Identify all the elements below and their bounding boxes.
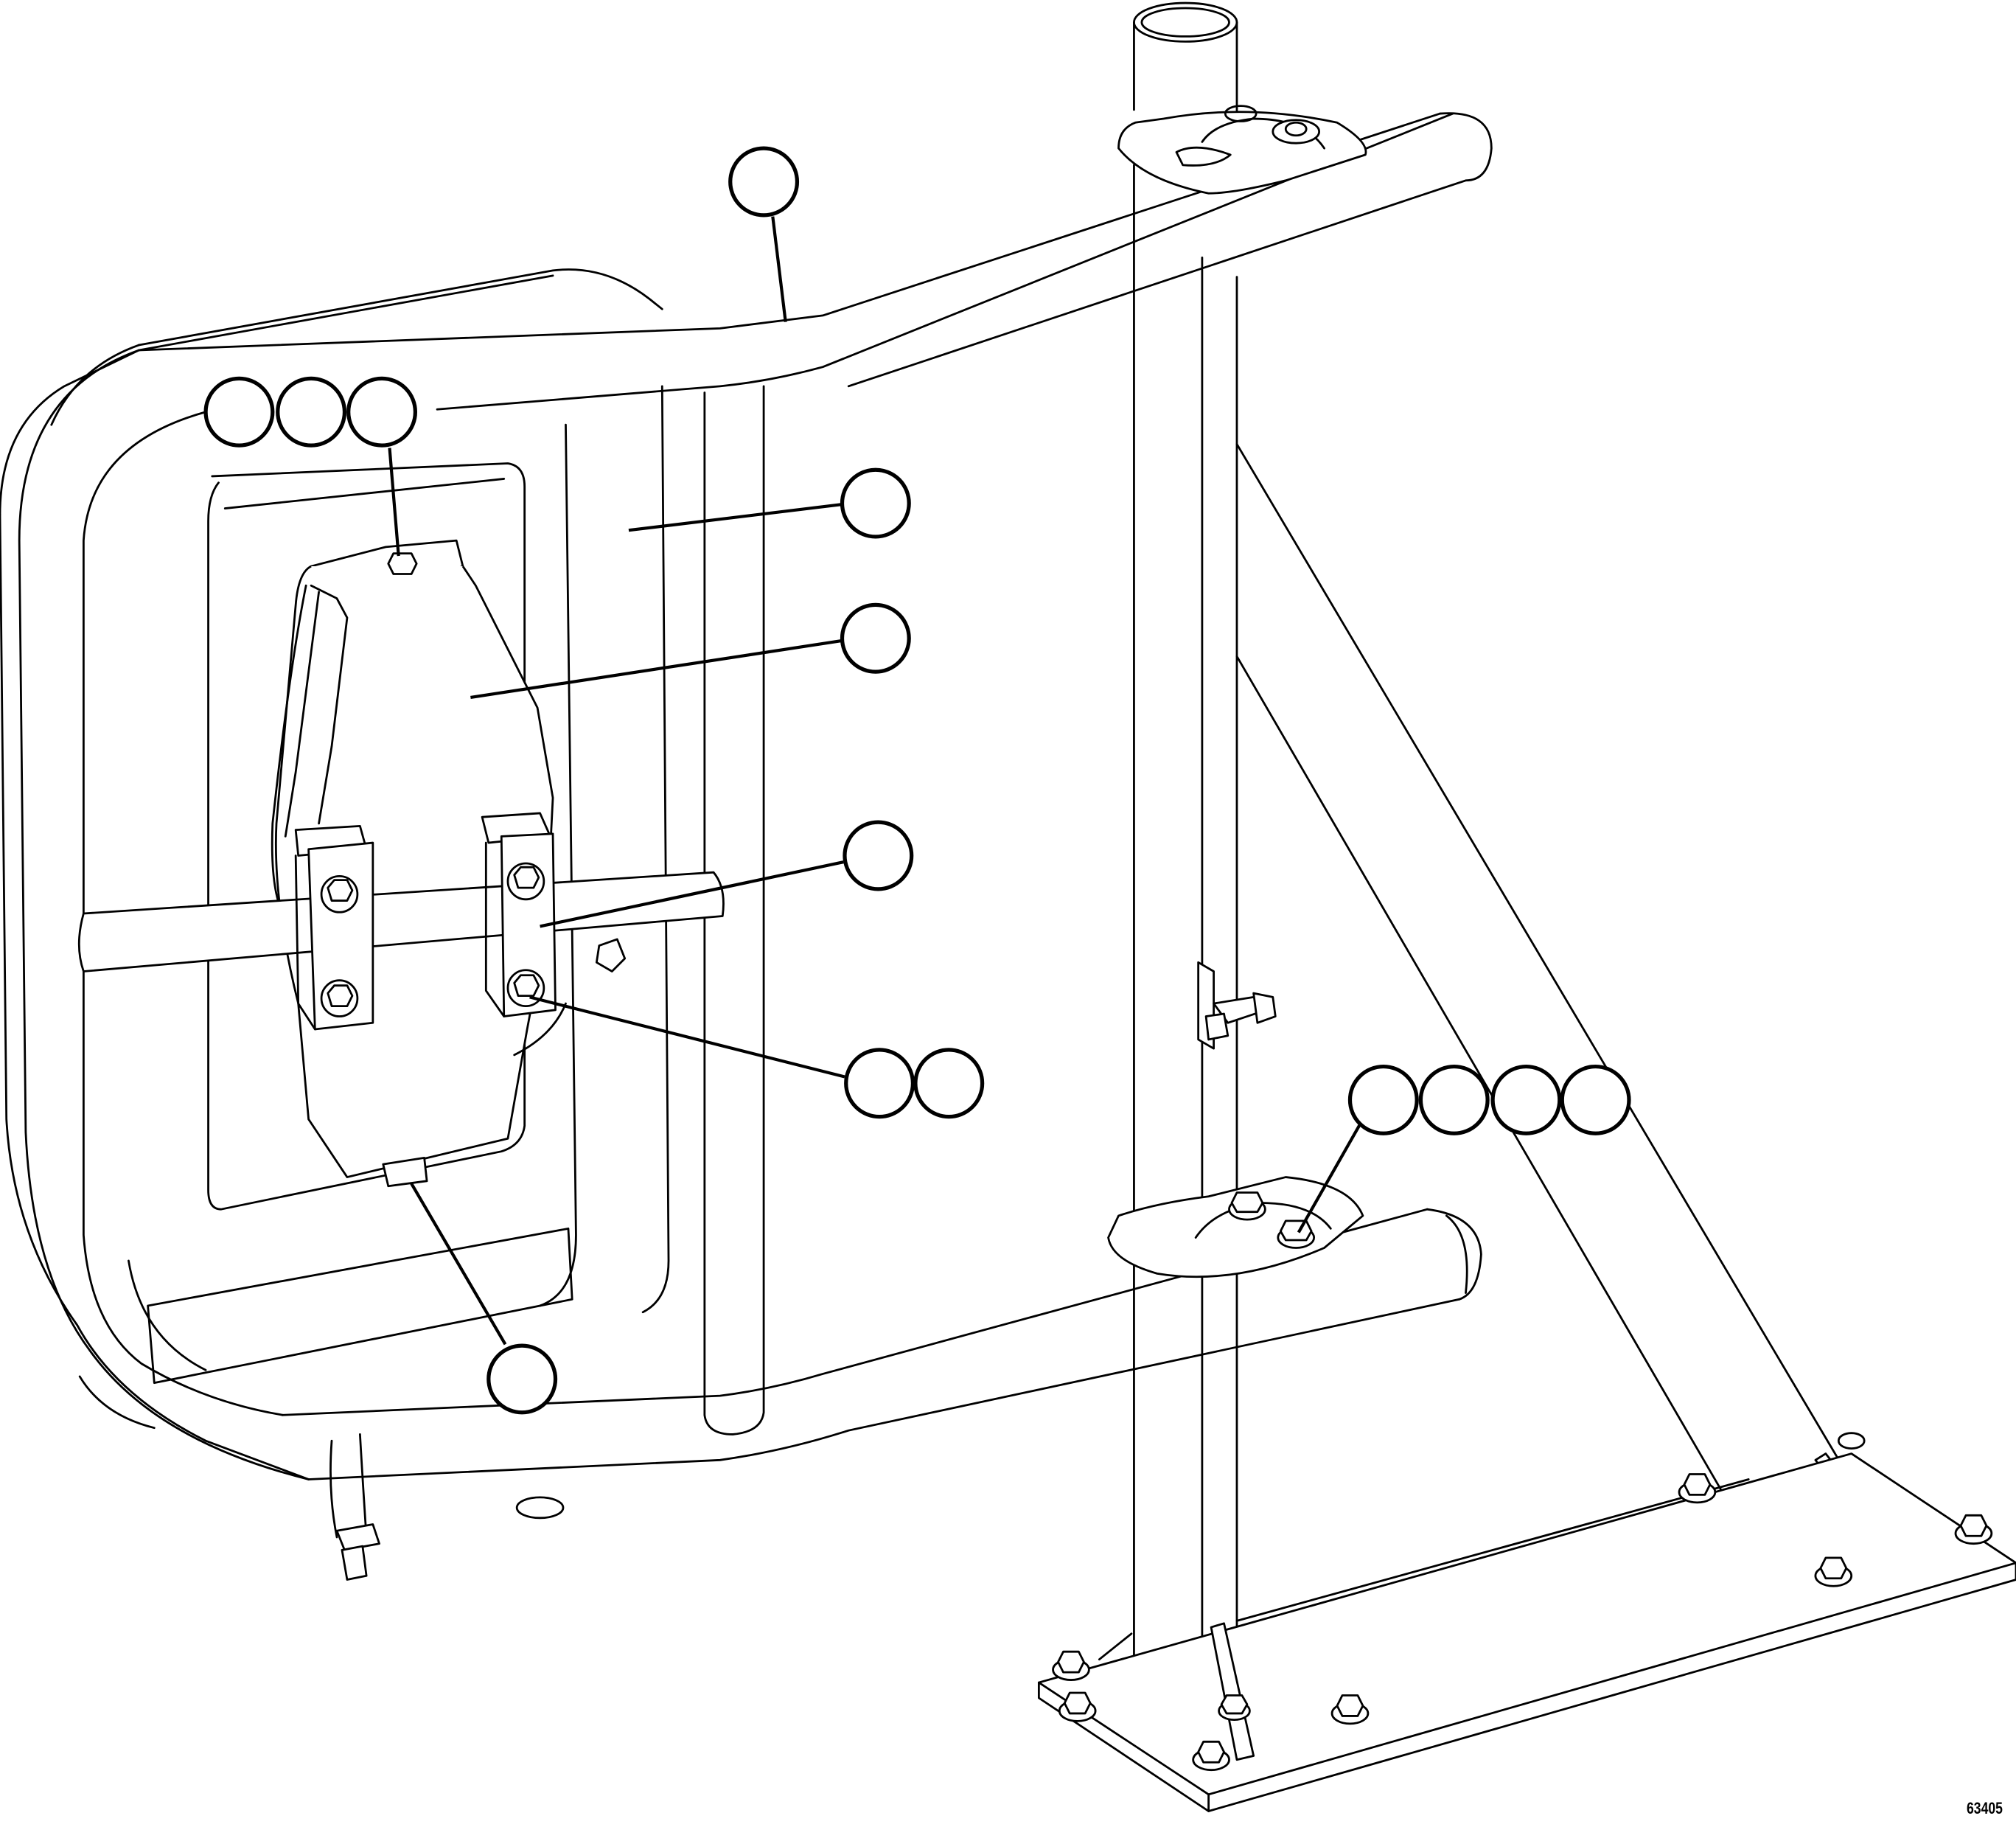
hex-bolt (506, 862, 545, 901)
hex-bolt (1330, 1694, 1370, 1725)
hex-bolt (1052, 1650, 1090, 1681)
callout-circle (840, 467, 911, 539)
figure-number: 63405 (1967, 1799, 2003, 1817)
callout-circle (913, 1048, 985, 1119)
hex-bolt (1058, 1691, 1097, 1722)
callout-leaders (388, 216, 1364, 1346)
post-mid-bracket (1197, 961, 1277, 1050)
hex-bolt (1218, 1694, 1251, 1722)
seat-back-panel (0, 268, 670, 1480)
base-bolts (1052, 1432, 1993, 1772)
callouts (203, 146, 1631, 1415)
callout-circle (1418, 1064, 1490, 1135)
top-swivel-bracket (1117, 105, 1367, 195)
callout-circle (1490, 1064, 1562, 1135)
hex-bolt (1954, 1514, 1993, 1545)
lower-cable-fitting (329, 1433, 565, 1581)
hex-bolt (320, 875, 359, 914)
diagonal-brace (1235, 442, 1917, 1577)
hex-bolt (1814, 1556, 1853, 1587)
hex-bolt (387, 552, 418, 575)
tube-frame (18, 112, 1493, 1480)
callout-circle (1560, 1064, 1631, 1135)
hex-bolt (1678, 1473, 1717, 1504)
callout-circle (843, 820, 914, 891)
hex-bolt (1192, 1740, 1230, 1772)
callout-circle (840, 602, 911, 674)
callout-circle (203, 376, 275, 448)
bottom-swivel-bracket (1107, 1176, 1364, 1278)
hex-bolt (1228, 1191, 1266, 1221)
callout-circle (844, 1048, 915, 1119)
callout-circle (276, 376, 347, 448)
hex-bolt (1277, 1219, 1316, 1249)
base-plate (1037, 1452, 2016, 1812)
callout-circle (486, 1343, 558, 1415)
callout-circle (346, 376, 418, 448)
hinge-bracket-assembly (77, 539, 725, 1188)
callout-circle (728, 146, 800, 218)
callout-circle (1347, 1064, 1419, 1135)
hex-bolt (320, 979, 359, 1017)
hex-bolt (1837, 1432, 1866, 1450)
